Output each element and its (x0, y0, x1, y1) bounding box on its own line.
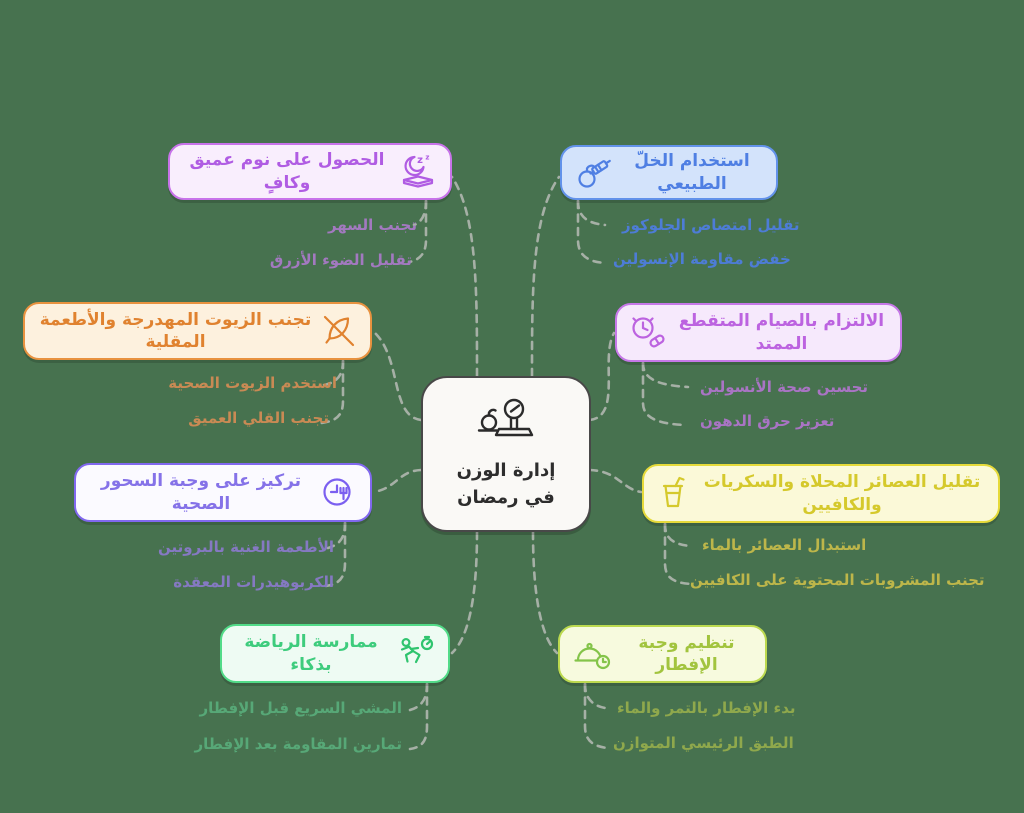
sub-item-juices-1[interactable]: تجنب المشروبات المحتوية على الكافيين (690, 571, 985, 589)
sub-item-fasting-1[interactable]: تعزيز حرق الدهون (700, 412, 835, 430)
sub-item-oils-0[interactable]: استخدم الزيوت الصحية (168, 374, 337, 392)
sub-item-sleep-1[interactable]: تقليل الضوء الأزرق (269, 251, 412, 269)
connector-vinegar-child-1 (576, 199, 608, 265)
svg-text:z: z (425, 153, 429, 161)
connector-center-sleep (450, 175, 479, 378)
sub-item-iftar-0[interactable]: بدء الإفطار بالتمر والماء (617, 699, 796, 717)
sub-item-exercise-1[interactable]: تمارين المقاومة بعد الإفطار (194, 735, 403, 753)
center-node-weight-management[interactable]: إدارة الوزن في رمضان (421, 376, 591, 532)
apple-syringe-icon (578, 159, 611, 188)
sub-item-vinegar-1[interactable]: خفض مقاومة الإنسولين (613, 250, 791, 268)
connector-fasting-child-1 (641, 361, 688, 427)
svg-text:z: z (417, 155, 423, 166)
connector-juices-child-1 (663, 522, 694, 586)
connector-iftar-child-1 (583, 682, 609, 750)
branch-node-suhoor[interactable]: تركيز على وجبة السحور الصحية (74, 463, 372, 522)
branch-node-juices[interactable]: تقليل العصائر المحلاة والسكريات والكافيي… (642, 464, 1000, 523)
branch-node-sleep[interactable]: z z الحصول على نوم عميق وكافٍ (168, 143, 452, 200)
connector-fasting-child-0 (641, 361, 690, 389)
connector-exercise-child-0 (408, 682, 429, 712)
sub-item-fasting-0[interactable]: تحسين صحة الأنسولين (700, 378, 869, 396)
branch-label: الحصول على نوم عميق وكافٍ (189, 150, 385, 193)
sub-item-sleep-0[interactable]: تجنب السهر (328, 216, 417, 234)
sub-item-suhoor-0[interactable]: الأطعمة الغنية بالبروتين (157, 538, 334, 556)
runner-stopwatch-icon (400, 635, 434, 663)
cloche-clock-icon (574, 642, 611, 670)
connector-juices-child-0 (663, 522, 692, 548)
branch-node-exercise[interactable]: ممارسة الرياضة بذكاء (220, 624, 450, 683)
connector-center-juices (588, 468, 643, 494)
branch-node-vinegar[interactable]: استخدام الخلّ الطبيعي (560, 145, 778, 200)
sub-item-iftar-1[interactable]: الطبق الرئيسي المتوازن (613, 734, 794, 752)
branch-label: تقليل العصائر المحلاة والسكريات والكافيي… (703, 472, 981, 515)
branch-label: الالتزام بالصيام المتقطع الممتد (678, 311, 885, 354)
juice-cup-icon (662, 476, 685, 507)
connector-center-exercise (450, 530, 479, 655)
sub-item-oils-1[interactable]: تجنب القلي العميق (188, 409, 329, 427)
branch-node-iftar[interactable]: تنظيم وجبة الإفطار (558, 625, 767, 683)
sub-item-suhoor-1[interactable]: الكربوهيدرات المعقدة (173, 573, 334, 591)
connector-center-iftar (531, 530, 559, 655)
connector-exercise-child-1 (408, 682, 429, 751)
branch-label: تجنب الزيوت المهدرجة والأطعمة المقلية (39, 309, 312, 352)
connector-center-oils (372, 330, 423, 422)
alarm-clock-pill-icon (632, 316, 665, 347)
center-node-title: إدارة الوزن في رمضان (456, 460, 556, 508)
sub-item-juices-0[interactable]: استبدال العصائر بالماء (702, 536, 867, 554)
sub-item-exercise-0[interactable]: المشي السريع قبل الإفطار (199, 699, 402, 717)
plate-clock-fork-icon (323, 477, 351, 506)
weight-scale-icon (477, 399, 534, 437)
branch-node-fasting[interactable]: الالتزام بالصيام المتقطع الممتد (615, 303, 902, 362)
sleep-moon-icon: z z (402, 153, 434, 188)
connector-center-suhoor (371, 468, 423, 494)
branch-label: تركيز على وجبة السحور الصحية (100, 471, 302, 514)
connector-vinegar-child-0 (576, 199, 607, 227)
connector-center-fasting (588, 331, 616, 422)
connector-center-vinegar (530, 175, 561, 378)
branch-label: تنظيم وجبة الإفطار (638, 632, 735, 675)
connector-iftar-child-0 (583, 682, 607, 710)
sub-item-vinegar-0[interactable]: تقليل امتصاص الجلوكوز (622, 216, 800, 234)
branch-label: استخدام الخلّ الطبيعي (634, 151, 750, 194)
branch-node-oils[interactable]: تجنب الزيوت المهدرجة والأطعمة المقلية (23, 302, 372, 360)
branch-label: ممارسة الرياضة بذكاء (244, 632, 378, 675)
no-fried-leaf-icon (323, 315, 355, 347)
